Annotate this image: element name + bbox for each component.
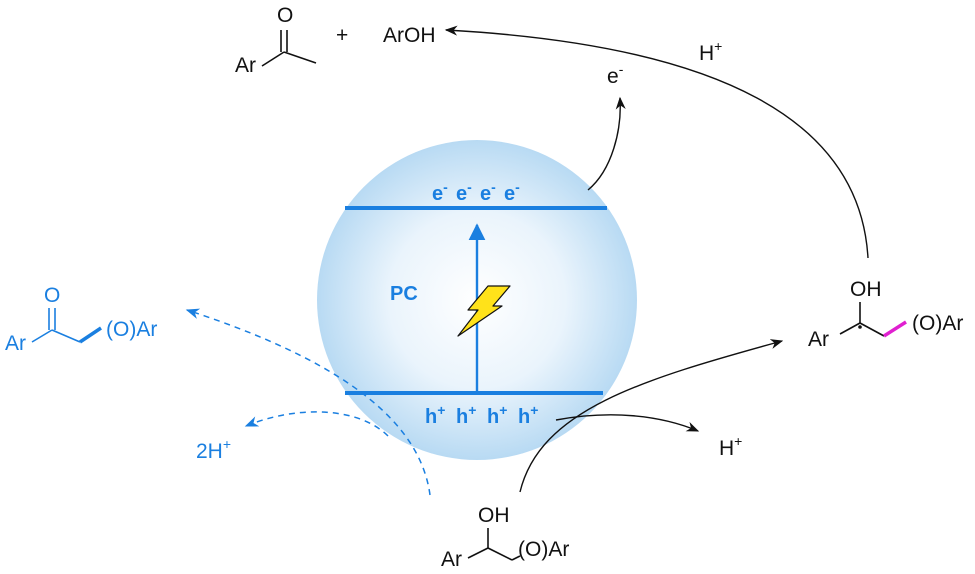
oxidized-ar-bond: [31, 329, 53, 343]
oxidized-ar-label: Ar: [5, 332, 26, 355]
proton-transfer-arrow: [444, 25, 869, 259]
electron-3: e-: [480, 179, 496, 205]
pc-label: PC: [390, 283, 418, 305]
substrate-oh-label: OH: [478, 504, 510, 527]
substrate-oar-label: (O)Ar: [518, 538, 569, 561]
radical-ar-label: Ar: [808, 328, 829, 351]
ketone-ar-bond: [261, 51, 285, 67]
electron-2: e-: [456, 179, 472, 205]
hole-2: h+: [456, 402, 476, 428]
dashed-oxidation-arrow: [185, 308, 431, 496]
photocatalyst-particle: PC e- e- e- e- h+ h+ h+ h+: [317, 140, 637, 460]
proton-right-label: H+: [719, 433, 742, 460]
substrate-c-ar-bond: [467, 547, 489, 559]
electron-4: e-: [504, 179, 520, 205]
radical-intermediate: OH Ar (O)Ar: [808, 278, 963, 351]
oxidized-highlighted-bond: [79, 326, 102, 344]
proton-release-arrow: [555, 414, 700, 432]
electron-release-arrow: [587, 96, 626, 191]
substrate-ch2-o-bond: [511, 555, 521, 561]
light-bolt-icon: [457, 285, 511, 337]
two-protons-label: 2H+: [196, 436, 231, 463]
radical-oar-label: (O)Ar: [912, 312, 963, 335]
plus-sign: +: [336, 24, 348, 47]
radical-oh-label: OH: [850, 278, 882, 301]
oxidation-arrow: [519, 339, 784, 493]
substrate-c-ch2-bond: [487, 547, 513, 561]
oxidized-ch2-bond: [51, 329, 81, 343]
radical-dot: [858, 325, 862, 329]
hole-row: h+ h+ h+ h+: [425, 402, 538, 428]
oxidized-o-label: O: [44, 284, 60, 307]
radical-highlighted-bond: [883, 320, 907, 338]
ketone-o-label: O: [277, 4, 293, 27]
hole-1: h+: [425, 402, 445, 428]
ketone-methyl-bond: [283, 51, 317, 64]
ketone-ar-label: Ar: [235, 54, 256, 77]
oxidized-ketone-product: O Ar (O)Ar: [5, 284, 157, 355]
acetophenone-product: O Ar + ArOH: [235, 4, 436, 77]
electron-out-label: e-: [607, 61, 624, 88]
dashed-proton-arrow: [244, 411, 389, 437]
electron-row: e- e- e- e-: [432, 179, 520, 205]
oxidized-oar-label: (O)Ar: [106, 318, 157, 341]
hole-4: h+: [518, 402, 538, 428]
hole-3: h+: [487, 402, 507, 428]
proton-top-label: H+: [699, 38, 722, 65]
radical-c-ar-bond: [839, 322, 861, 335]
radical-c-ch2-bond: [859, 322, 885, 337]
substrate-ar-label: Ar: [441, 548, 462, 571]
substrate: OH Ar (O)Ar: [441, 504, 569, 571]
phenol-label: ArOH: [383, 24, 436, 47]
electron-1: e-: [432, 179, 448, 205]
